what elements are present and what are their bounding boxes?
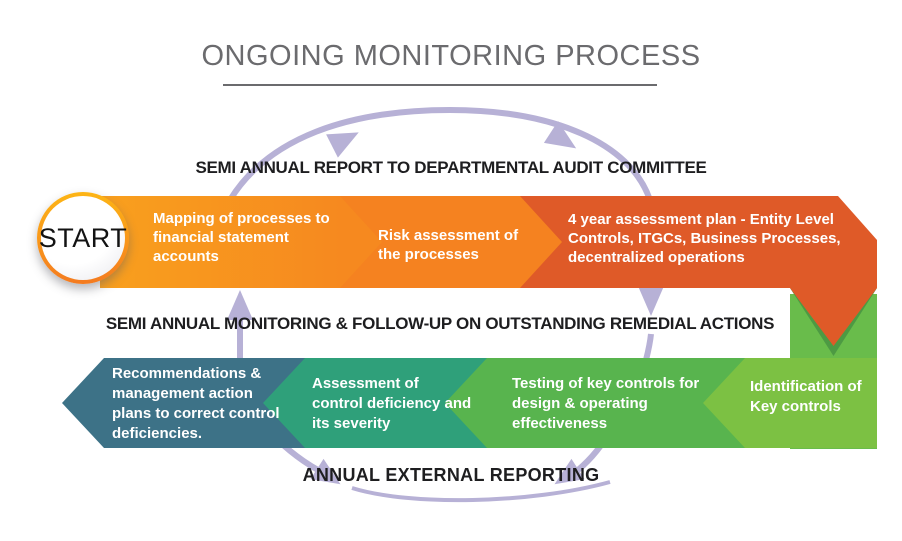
- caption-semi-annual-monitoring: SEMI ANNUAL MONITORING & FOLLOW-UP ON OU…: [105, 314, 775, 333]
- arrowhead-right-down: [638, 286, 664, 316]
- start-badge: START: [37, 192, 129, 284]
- arrowhead-left-up: [227, 290, 253, 320]
- step-testing-key-controls: [487, 358, 745, 448]
- cycle-bottom-smile-arc: [351, 480, 611, 503]
- start-badge-inner: START: [38, 196, 128, 280]
- cycle-right-line: [643, 333, 654, 361]
- arrowhead-bottom-right: [554, 458, 585, 485]
- step-label: Testing of key controls for design & ope…: [512, 375, 700, 432]
- step-label: Risk assessment of the processes: [378, 227, 519, 263]
- step-4-year-assessment-plan: [520, 196, 877, 288]
- step-label: Identification of Key controls: [750, 378, 862, 415]
- caption-annual-external-reporting: ANNUAL EXTERNAL REPORTING: [302, 465, 600, 485]
- step-mapping-processes: [100, 196, 340, 288]
- caption-semi-annual-report: SEMI ANNUAL REPORT TO DEPARTMENTAL AUDIT…: [195, 158, 707, 177]
- arrowhead-top-right: [543, 121, 577, 149]
- page-title: ONGOING MONITORING PROCESS: [201, 40, 701, 72]
- start-label: START: [38, 222, 128, 253]
- cycle-top-arc: [227, 106, 653, 202]
- arrowhead-bottom-left: [310, 458, 341, 485]
- step-label: Mapping of processes to financial statem…: [153, 210, 330, 265]
- step-identification-key-controls: [745, 358, 877, 448]
- title-underline: [223, 84, 657, 86]
- step-label: Recommendations & management action plan…: [112, 365, 280, 442]
- step-label: 4 year assessment plan - Entity Level Co…: [568, 211, 841, 266]
- step-label: Assessment of control deficiency and its…: [312, 375, 472, 432]
- arrowhead-top-left: [326, 132, 359, 158]
